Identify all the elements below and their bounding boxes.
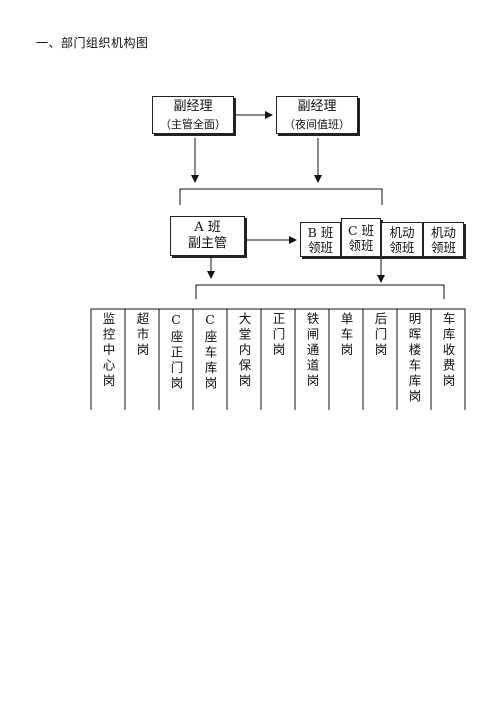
- post-label: 大堂内保岗: [236, 312, 252, 390]
- deputy-general-box: 副经理 （主管全面）: [152, 96, 234, 134]
- deputy-general-title: 副经理: [173, 98, 213, 114]
- bracket-posts: [195, 284, 445, 299]
- post-cell: C座正门岗: [159, 309, 193, 410]
- post-label: C座车库岗: [202, 312, 218, 392]
- c-shift-line1: C 班: [347, 222, 375, 238]
- mobile-shift-1-box: 机动 领班: [381, 222, 423, 257]
- post-label: 单车岗: [338, 312, 354, 359]
- bracket-shifts: [179, 188, 383, 205]
- mobile-shift-2-line2: 领班: [430, 239, 456, 255]
- b-shift-box: B 班 领班: [300, 222, 341, 257]
- post-cell: 监控中心岗: [91, 309, 125, 410]
- mobile-shift-2-line1: 机动: [430, 224, 456, 240]
- post-label: 铁闸通道岗: [304, 312, 320, 390]
- post-label: C座正门岗: [168, 312, 184, 392]
- mobile-shift-1-line1: 机动: [389, 224, 415, 240]
- post-cell: 超市岗: [125, 309, 159, 410]
- mobile-shift-1-line2: 领班: [389, 239, 415, 255]
- post-cell: C座车库岗: [193, 309, 227, 410]
- post-cell: 车库收费岗: [431, 309, 465, 410]
- a-shift-line1: A 班: [194, 220, 221, 235]
- deputy-night-box: 副经理 （夜间值班）: [276, 96, 358, 134]
- post-label: 正门岗: [270, 312, 286, 359]
- post-cell: 后门岗: [363, 309, 397, 410]
- post-cell: 铁闸通道岗: [295, 309, 329, 410]
- a-shift-box: A 班 副主管: [170, 216, 245, 256]
- post-label: 明晖楼车库岗: [406, 312, 422, 405]
- a-shift-line2: 副主管: [187, 236, 227, 251]
- mobile-shift-2-box: 机动 领班: [423, 222, 464, 257]
- post-label: 超市岗: [134, 312, 150, 359]
- posts-frame: [90, 308, 466, 410]
- c-shift-line2: 领班: [348, 237, 374, 253]
- b-shift-line1: B 班: [307, 224, 334, 240]
- c-shift-box: C 班 领班: [341, 218, 381, 257]
- post-cell: 单车岗: [329, 309, 363, 410]
- b-shift-line2: 领班: [307, 239, 333, 255]
- post-cell: 正门岗: [261, 309, 295, 410]
- page-title: 一、部门组织机构图: [36, 36, 149, 50]
- post-cell: 大堂内保岗: [227, 309, 261, 410]
- deputy-night-title: 副经理: [297, 98, 337, 114]
- deputy-general-subtitle: （主管全面）: [160, 117, 226, 131]
- post-label: 后门岗: [372, 312, 388, 359]
- post-label: 监控中心岗: [100, 312, 116, 390]
- deputy-night-subtitle: （夜间值班）: [284, 117, 350, 131]
- post-label: 车库收费岗: [440, 312, 456, 390]
- post-cell: 明晖楼车库岗: [397, 309, 431, 410]
